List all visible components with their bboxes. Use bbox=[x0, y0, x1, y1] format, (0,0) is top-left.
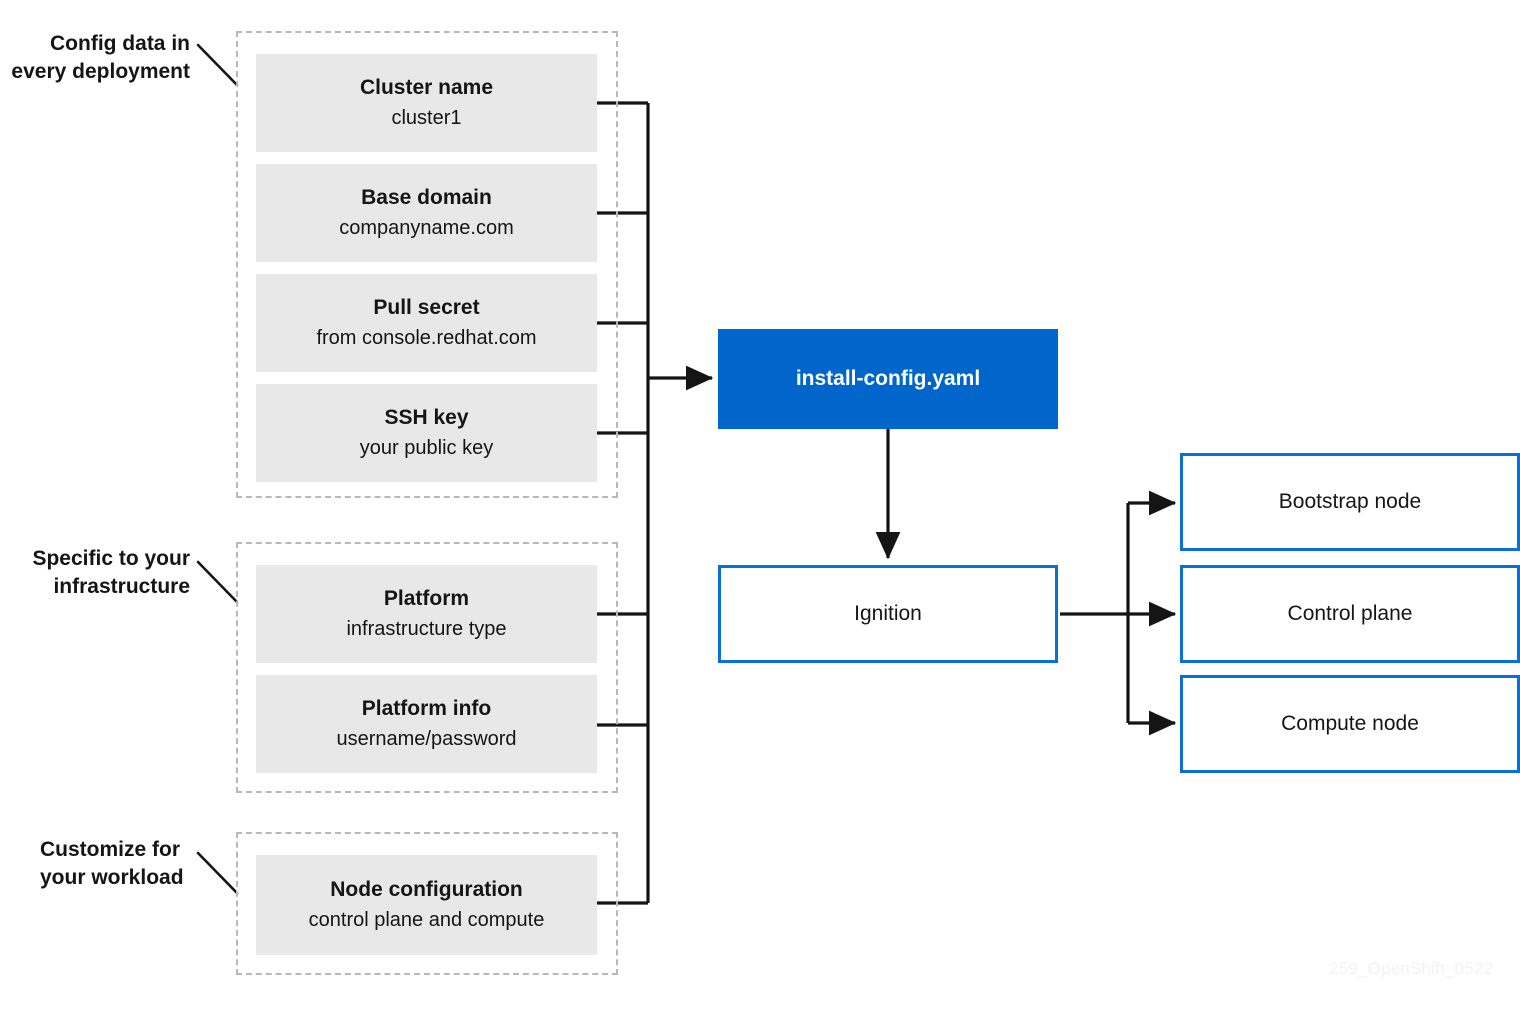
card-title: Cluster name bbox=[359, 76, 494, 100]
card-subtitle: your public key bbox=[359, 436, 494, 459]
card-cluster-name[interactable]: Cluster name cluster1 bbox=[256, 54, 597, 152]
node-label: Bootstrap node bbox=[1278, 490, 1422, 513]
node-ignition[interactable]: Ignition bbox=[718, 565, 1058, 663]
card-title: Node configuration bbox=[330, 878, 523, 902]
callout-config-data: Config data in every deployment bbox=[11, 32, 190, 83]
node-install-config-yaml[interactable]: install-config.yaml bbox=[718, 329, 1058, 429]
card-title: SSH key bbox=[384, 406, 469, 430]
card-node-configuration[interactable]: Node configuration control plane and com… bbox=[256, 855, 597, 955]
node-label: Control plane bbox=[1287, 602, 1413, 625]
card-pull-secret[interactable]: Pull secret from console.redhat.com bbox=[256, 274, 597, 372]
card-title: Pull secret bbox=[373, 296, 480, 320]
card-subtitle: infrastructure type bbox=[346, 617, 507, 640]
node-control-plane[interactable]: Control plane bbox=[1180, 565, 1520, 663]
card-subtitle: cluster1 bbox=[391, 106, 462, 129]
node-label: Compute node bbox=[1281, 712, 1419, 735]
card-title: Platform info bbox=[361, 697, 492, 721]
card-title: Base domain bbox=[361, 186, 492, 210]
card-base-domain[interactable]: Base domain companyname.com bbox=[256, 164, 597, 262]
card-subtitle: username/password bbox=[336, 727, 517, 750]
watermark-label: 259_OpenShift_0522 bbox=[1329, 959, 1494, 978]
card-platform[interactable]: Platform infrastructure type bbox=[256, 565, 597, 663]
node-bootstrap-node[interactable]: Bootstrap node bbox=[1180, 453, 1520, 551]
group-infrastructure bbox=[236, 542, 618, 793]
node-label: Ignition bbox=[854, 602, 922, 625]
callout-customize-workload: Customize for your workload bbox=[40, 838, 184, 889]
node-compute-node[interactable]: Compute node bbox=[1180, 675, 1520, 773]
card-subtitle: control plane and compute bbox=[308, 908, 545, 931]
card-subtitle: from console.redhat.com bbox=[316, 326, 537, 349]
card-ssh-key[interactable]: SSH key your public key bbox=[256, 384, 597, 482]
group-config-data bbox=[236, 31, 618, 498]
card-subtitle: companyname.com bbox=[339, 216, 514, 239]
node-label: install-config.yaml bbox=[795, 367, 981, 390]
callout-specific-infrastructure: Specific to your infrastructure bbox=[32, 547, 190, 598]
card-title: Platform bbox=[383, 587, 470, 611]
card-platform-info[interactable]: Platform info username/password bbox=[256, 675, 597, 773]
group-workload bbox=[236, 832, 618, 975]
